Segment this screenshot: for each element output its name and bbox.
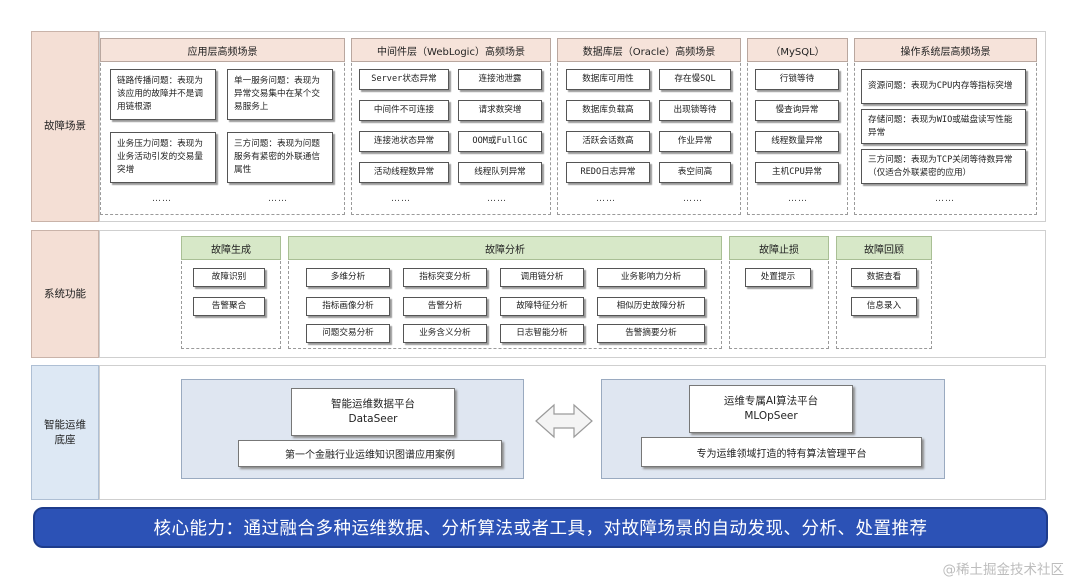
os-scene-item: 三方问题：表现为TCP关闭等待数异常（仅适合外联紧密的应用） — [861, 149, 1026, 184]
row-label-system-functions: 系统功能 — [31, 230, 99, 358]
fault-analysis-item: 问题交易分析 — [306, 324, 390, 343]
middleware-scene-header: 中间件层（WebLogic）高频场景 — [351, 38, 551, 62]
middleware-scene-item: 连接池泄露 — [458, 69, 542, 90]
more-ellipsis: …… — [152, 194, 172, 204]
mlopseer-title: 运维专属AI算法平台 — [723, 395, 819, 407]
app-scene-header: 应用层高频场景 — [100, 38, 345, 62]
more-ellipsis: …… — [596, 194, 616, 204]
row-label-line: 底座 — [54, 433, 76, 446]
fault-review-item: 数据查看 — [851, 268, 917, 287]
more-ellipsis: …… — [391, 194, 411, 204]
core-capability-banner: 核心能力：通过融合多种运维数据、分析算法或者工具，对故障场景的自动发现、分析、处… — [33, 507, 1048, 548]
mlopseer-desc: 专为运维领域打造的特有算法管理平台 — [641, 437, 922, 467]
fault-stop-header: 故障止损 — [729, 236, 829, 260]
fault-analysis-item: 告警分析 — [403, 297, 487, 316]
fault-analysis-item: 调用链分析 — [500, 268, 584, 287]
app-scene-group — [100, 38, 345, 215]
mysql-scene-group — [747, 38, 848, 215]
fault-analysis-item: 业务影响力分析 — [597, 268, 705, 287]
row-label-text: 故障场景 — [44, 120, 86, 132]
fault-generate-item: 告警聚合 — [193, 297, 265, 316]
dataseer-title: 智能运维数据平台 — [331, 398, 415, 410]
oracle-scene-item: 出现锁等待 — [659, 100, 731, 121]
dataseer-desc: 第一个金融行业运维知识图谱应用案例 — [238, 440, 502, 467]
oracle-scene-item: 表空间高 — [659, 162, 731, 183]
mysql-scene-item: 行锁等待 — [755, 69, 839, 90]
os-scene-item: 存储问题：表现为WIO或磁盘读写性能异常 — [861, 109, 1026, 144]
fault-review-header: 故障回顾 — [836, 236, 932, 260]
middleware-scene-item: OOM或FullGC — [458, 131, 542, 152]
fault-review-item: 信息录入 — [851, 297, 917, 316]
oracle-scene-item: 作业异常 — [659, 131, 731, 152]
mysql-scene-item: 主机CPU异常 — [755, 162, 839, 183]
app-scene-item: 业务压力问题：表现为业务活动引发的交易量突增 — [110, 132, 216, 183]
watermark: @稀土掘金技术社区 — [942, 562, 1065, 578]
middleware-scene-item: Server状态异常 — [359, 69, 449, 90]
fault-analysis-item: 告警摘要分析 — [597, 324, 705, 343]
oracle-scene-item: 数据库可用性 — [566, 69, 650, 90]
os-scene-item: 资源问题：表现为CPU内存等指标突增 — [861, 69, 1026, 104]
middleware-scene-group — [351, 38, 551, 215]
more-ellipsis: …… — [788, 194, 808, 204]
mlopseer-name: MLOpSeer — [744, 410, 798, 422]
app-scene-item: 单一服务问题：表现为异常交易集中在某个交易服务上 — [227, 69, 333, 120]
fault-analysis-item: 业务含义分析 — [403, 324, 487, 343]
more-ellipsis: …… — [268, 194, 288, 204]
mlopseer-platform-box: 运维专属AI算法平台 MLOpSeer — [689, 385, 853, 433]
oracle-scene-item: REDO日志异常 — [566, 162, 650, 183]
middleware-scene-item: 中间件不可连接 — [359, 100, 449, 121]
fault-generate-header: 故障生成 — [181, 236, 281, 260]
mysql-scene-header: （MySQL） — [747, 38, 848, 62]
fault-analysis-item: 故障特征分析 — [500, 297, 584, 316]
mysql-scene-item: 慢查询异常 — [755, 100, 839, 121]
fault-generate-item: 故障识别 — [193, 268, 265, 287]
app-scene-item: 链路传播问题：表现为该应用的故障并不是调用链根源 — [110, 69, 216, 120]
fault-analysis-item: 指标突变分析 — [403, 268, 487, 287]
oracle-scene-item: 存在慢SQL — [659, 69, 731, 90]
more-ellipsis: …… — [935, 194, 955, 204]
fault-analysis-item: 指标画像分析 — [306, 297, 390, 316]
fault-analysis-item: 日志智能分析 — [500, 324, 584, 343]
fault-stop-item: 处置提示 — [745, 268, 811, 287]
row-label-text: 系统功能 — [44, 287, 86, 300]
oracle-scene-header: 数据库层（Oracle）高频场景 — [557, 38, 741, 62]
oracle-scene-group — [557, 38, 741, 215]
more-ellipsis: …… — [683, 194, 703, 204]
dataseer-platform-box: 智能运维数据平台 DataSeer — [291, 388, 455, 436]
row-label-text: 智能运维 底座 — [44, 418, 86, 448]
oracle-scene-item: 活跃会话数高 — [566, 131, 650, 152]
row-label-platform: 智能运维 底座 — [31, 365, 99, 500]
fault-analysis-item: 多维分析 — [306, 268, 390, 287]
oracle-scene-item: 数据库负载高 — [566, 100, 650, 121]
fault-analysis-item: 相似历史故障分析 — [597, 297, 705, 316]
mysql-scene-item: 线程数量异常 — [755, 131, 839, 152]
more-ellipsis: …… — [487, 194, 507, 204]
middleware-scene-item: 连接池状态异常 — [359, 131, 449, 152]
dataseer-name: DataSeer — [348, 413, 398, 425]
middleware-scene-item: 活动线程数异常 — [359, 162, 449, 183]
fault-analysis-header: 故障分析 — [288, 236, 722, 260]
middleware-scene-item: 请求数突增 — [458, 100, 542, 121]
row-label-line: 智能运维 — [44, 418, 86, 431]
app-scene-item: 三方问题：表现为问题服务有紧密的外联通信属性 — [227, 132, 333, 183]
middleware-scene-item: 线程队列异常 — [458, 162, 542, 183]
bidirectional-arrow-icon — [535, 403, 593, 439]
row-label-fault-scenes: 故障场景 — [31, 31, 99, 222]
os-scene-header: 操作系统层高频场景 — [854, 38, 1037, 62]
